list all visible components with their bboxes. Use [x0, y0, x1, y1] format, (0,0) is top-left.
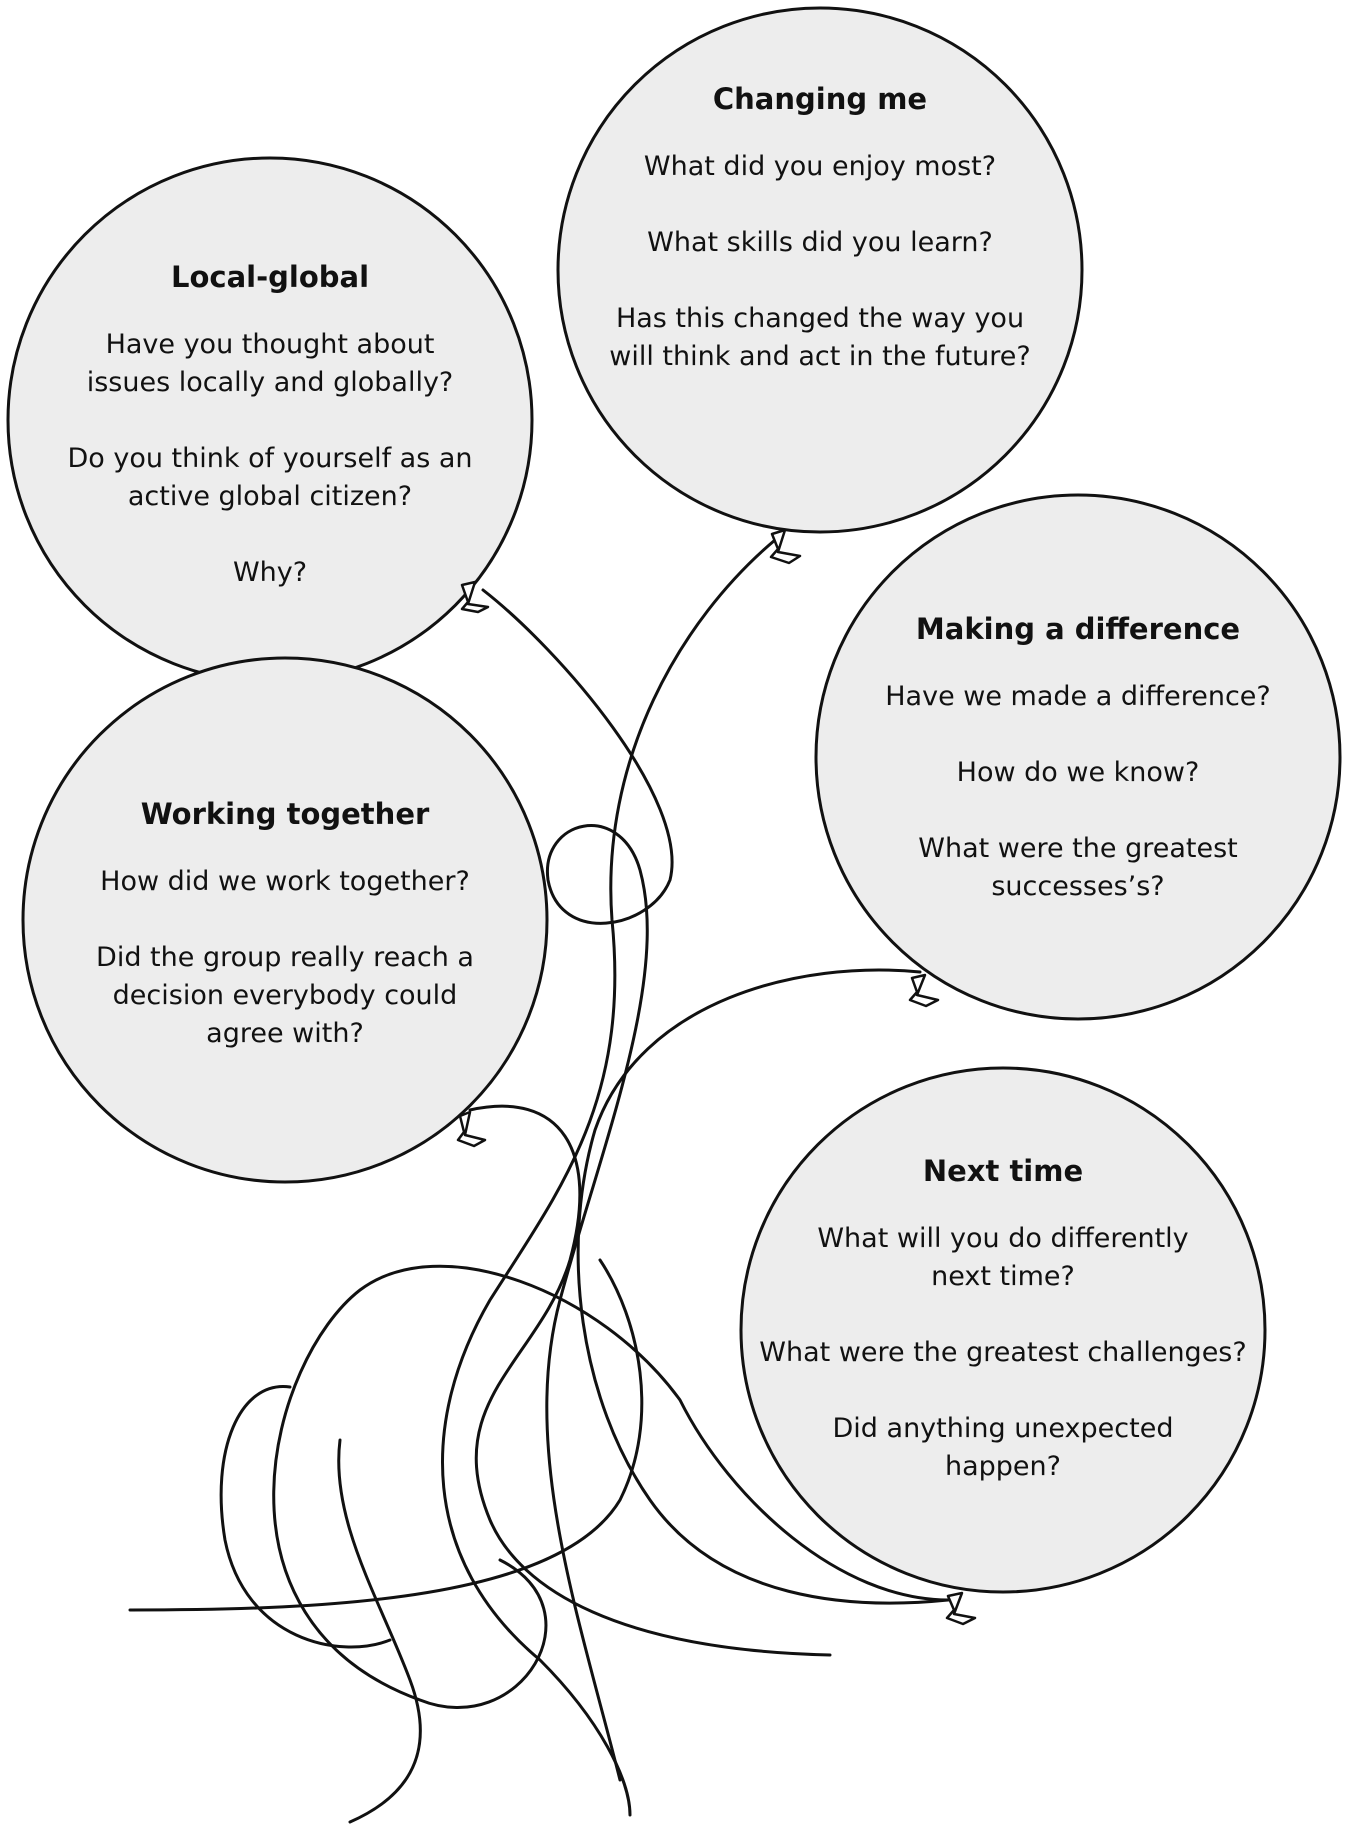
balloon-working-together — [21, 656, 549, 1184]
knot-changing-me — [769, 528, 802, 565]
knot-local-global — [460, 580, 490, 614]
knot-next-time — [945, 1591, 977, 1626]
balloon-text-making-difference: Making a difference Have we made a diffe… — [838, 610, 1318, 906]
question-local-global-3: Why? — [232, 557, 308, 588]
question-local-global-2: Do you think of yourself as an active gl… — [67, 443, 473, 512]
balloon-title-making-difference: Making a difference — [915, 612, 1241, 646]
balloon-text-next-time: Next time What will you do differently n… — [753, 1152, 1253, 1486]
balloon-title-next-time: Next time — [922, 1154, 1084, 1188]
string-making-difference — [576, 968, 950, 1605]
balloon-title-changing-me: Changing me — [712, 82, 928, 116]
question-working-together-1: How did we work together? — [100, 866, 470, 897]
question-changing-me-1: What did you enjoy most? — [643, 151, 997, 182]
question-making-difference-2: How do we know? — [956, 757, 1200, 788]
string-loose-left — [219, 1385, 392, 1649]
question-changing-me-3: Has this changed the way you will think … — [609, 303, 1031, 372]
balloon-next-time — [739, 1066, 1267, 1594]
balloon-title-local-global: Local-global — [170, 260, 370, 294]
balloon-text-changing-me: Changing me What did you enjoy most? Wha… — [580, 80, 1060, 376]
question-next-time-1: What will you do differently next time? — [817, 1223, 1189, 1292]
string-working-together — [468, 1104, 832, 1657]
balloon-text-local-global: Local-global Have you thought about issu… — [30, 258, 510, 592]
string-loose-bottom — [128, 1258, 644, 1612]
knot-making-difference — [908, 973, 940, 1008]
string-changing-me — [441, 538, 777, 1817]
string-next-time — [272, 1264, 950, 1709]
question-next-time-2: What were the greatest challenges? — [759, 1337, 1247, 1368]
question-changing-me-2: What skills did you learn? — [647, 227, 993, 258]
question-making-difference-3: What were the greatest successes’s? — [918, 833, 1238, 902]
balloon-changing-me — [556, 6, 1084, 534]
knot-working-together — [456, 1110, 487, 1148]
question-local-global-1: Have you thought about issues locally an… — [86, 329, 454, 398]
balloon-text-working-together: Working together How did we work togethe… — [45, 795, 525, 1053]
question-making-difference-1: Have we made a difference? — [885, 681, 1271, 712]
balloon-title-working-together: Working together — [140, 797, 430, 831]
string-local-global — [481, 588, 674, 1782]
balloon-making-difference — [814, 493, 1342, 1021]
question-next-time-3: Did anything unexpected happen? — [832, 1413, 1174, 1482]
string-loose-tail — [337, 1438, 422, 1824]
question-working-together-2: Did the group really reach a decision ev… — [96, 942, 474, 1049]
